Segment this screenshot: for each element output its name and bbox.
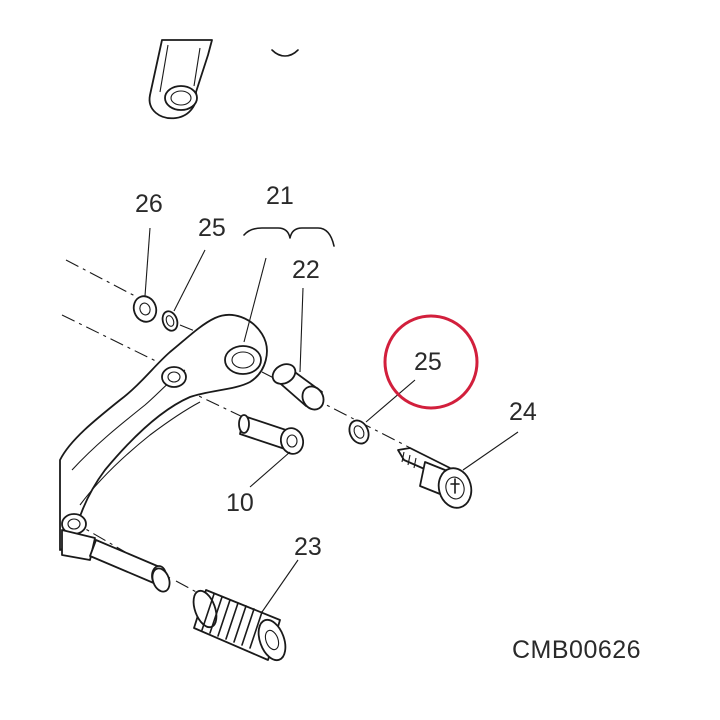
- callout-25-top: 25: [198, 214, 226, 242]
- callout-21: 21: [266, 182, 294, 210]
- leader-lines: [144, 227, 519, 613]
- o-ring-25: [348, 419, 370, 445]
- highlight-circle: [383, 314, 479, 410]
- callout-25-highlight: 25: [414, 348, 442, 376]
- callout-24: 24: [509, 398, 537, 426]
- drawing-code: CMB00626: [512, 636, 641, 664]
- pivot-bolt-24: [397, 447, 473, 509]
- callout-labels: 26 25 21 22 25 24 10 23: [135, 182, 537, 561]
- callout-23: 23: [294, 533, 322, 561]
- o-ring-25-top: [161, 310, 179, 332]
- callout-10: 10: [226, 489, 254, 517]
- bushing-22: [271, 363, 325, 411]
- peg-ring: [151, 567, 171, 593]
- screw-10: [238, 414, 305, 455]
- upper-link-arm: [148, 39, 299, 120]
- gear-shift-lever: [59, 313, 268, 561]
- callout-22: 22: [292, 256, 320, 284]
- callout-26: 26: [135, 190, 163, 218]
- washer-26: [132, 295, 158, 323]
- rubber-foot-peg-23: [192, 589, 287, 662]
